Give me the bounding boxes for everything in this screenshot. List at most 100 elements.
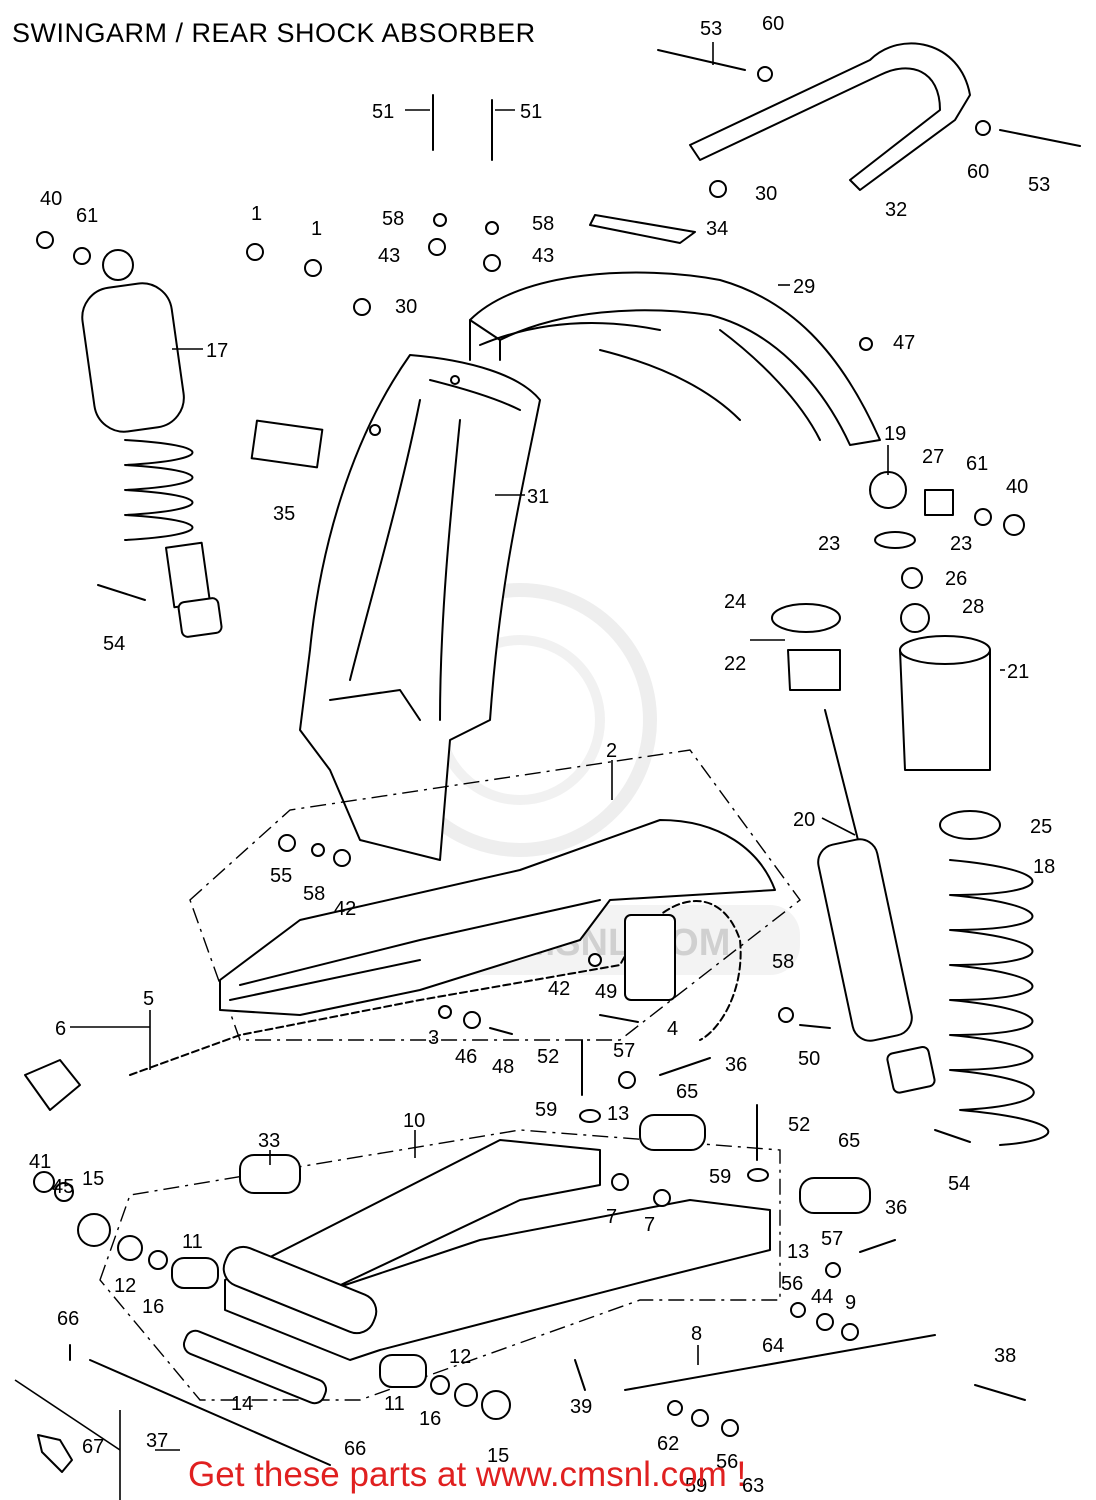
callout-67: 67: [82, 1436, 104, 1458]
upper-stay-part-32: [657, 42, 1081, 191]
callout-51-left: 51: [372, 101, 394, 123]
callout-13-top: 13: [607, 1103, 629, 1125]
callout-23-right: 23: [950, 533, 972, 555]
callout-8: 8: [691, 1323, 702, 1345]
callout-36-top: 36: [725, 1054, 747, 1076]
callout-18: 18: [1033, 856, 1055, 878]
callout-44: 44: [811, 1286, 833, 1308]
callout-6: 6: [55, 1018, 66, 1040]
callout-1-a: 1: [251, 203, 262, 225]
collar-part-14: [182, 1329, 328, 1405]
callout-11-top: 11: [182, 1231, 203, 1253]
callout-25: 25: [1030, 816, 1052, 838]
callout-59-bottom: 59: [685, 1475, 707, 1497]
callout-2: 2: [606, 740, 617, 762]
callout-4: 4: [667, 1018, 678, 1040]
callout-57-bottom: 57: [821, 1228, 843, 1250]
callout-62: 62: [657, 1433, 679, 1455]
callout-65-left: 65: [676, 1081, 698, 1103]
callout-27: 27: [922, 446, 944, 468]
callout-12-top: 12: [114, 1275, 136, 1297]
callout-66-top: 66: [57, 1308, 79, 1330]
callout-42-left: 42: [334, 898, 356, 920]
callout-56-bottom: 56: [716, 1451, 738, 1473]
callout-30-left: 30: [395, 296, 417, 318]
swingarm-part-10: [99, 1129, 781, 1401]
callout-52-right: 52: [788, 1114, 810, 1136]
callout-22: 22: [724, 653, 746, 675]
callout-5: 5: [143, 988, 154, 1010]
callout-64: 64: [762, 1335, 784, 1357]
callout-59-left: 59: [535, 1099, 557, 1121]
callout-16-bottom: 16: [419, 1408, 441, 1430]
callout-29: 29: [793, 276, 815, 298]
callout-32: 32: [885, 199, 907, 221]
callout-51-right: 51: [520, 101, 542, 123]
callout-43-left: 43: [378, 245, 400, 267]
callout-43-right: 43: [532, 245, 554, 267]
callout-49: 49: [595, 981, 617, 1003]
callout-52-left: 52: [537, 1046, 559, 1068]
callout-60-top: 60: [762, 13, 784, 35]
callout-23-left: 23: [818, 533, 840, 555]
callout-63: 63: [742, 1475, 764, 1497]
pivot-shaft-part-37: [89, 1359, 331, 1466]
axle-rod-part-8: [624, 1334, 936, 1391]
rear-shock-parts-18-25: [771, 603, 1050, 1146]
rear-fender-part-29: [469, 271, 881, 446]
callout-26: 26: [945, 568, 967, 590]
callout-61-right: 61: [966, 453, 988, 475]
footer-link[interactable]: Get these parts at www.cmsnl.com !: [188, 1455, 747, 1494]
callout-28: 28: [962, 596, 984, 618]
callout-13-bottom: 13: [787, 1241, 809, 1263]
callout-55: 55: [270, 865, 292, 887]
callout-56-right: 56: [781, 1273, 803, 1295]
callout-30-top: 30: [755, 183, 777, 205]
callout-39: 39: [570, 1396, 592, 1418]
callout-20: 20: [793, 809, 815, 831]
callout-14: 14: [231, 1393, 253, 1415]
callout-50: 50: [798, 1048, 820, 1070]
callout-34: 34: [706, 218, 728, 240]
callout-15-top: 15: [82, 1168, 104, 1190]
chain-case-part-2: [189, 749, 801, 1041]
callout-45: 45: [52, 1176, 74, 1198]
callout-31: 31: [527, 486, 549, 508]
callout-38: 38: [994, 1345, 1016, 1367]
callout-58-right: 58: [532, 213, 554, 235]
callout-59-right: 59: [709, 1166, 731, 1188]
callout-1-b: 1: [311, 218, 322, 240]
callout-37: 37: [146, 1430, 168, 1452]
small-hardware: [24, 66, 1026, 1473]
callout-9: 9: [845, 1292, 856, 1314]
callout-15-bottom: 15: [487, 1445, 509, 1467]
callout-33: 33: [258, 1130, 280, 1152]
callout-21: 21: [1007, 661, 1029, 683]
callout-65-right: 65: [838, 1130, 860, 1152]
callout-61-left: 61: [76, 205, 98, 227]
callout-40-left: 40: [40, 188, 62, 210]
callout-19: 19: [884, 423, 906, 445]
callout-36-right: 36: [885, 1197, 907, 1219]
callout-46: 46: [455, 1046, 477, 1068]
callout-53-right: 53: [1028, 174, 1050, 196]
inner-fender-part-31: [299, 354, 541, 861]
callout-7-right: 7: [644, 1214, 655, 1236]
part-39: [574, 1359, 586, 1391]
callout-54-left: 54: [103, 633, 125, 655]
part-callouts: 53 60 51 51 40 61 1 1 58 58 43 43 30 30 …: [29, 13, 1055, 1497]
page-title: SWINGARM / REAR SHOCK ABSORBER: [12, 18, 536, 48]
callout-58-right-mid: 58: [772, 951, 794, 973]
callout-66-bottom: 66: [344, 1438, 366, 1460]
callout-47: 47: [893, 332, 915, 354]
callout-53-top: 53: [700, 18, 722, 40]
callout-3: 3: [428, 1027, 439, 1049]
callout-24: 24: [724, 591, 746, 613]
callout-58-center: 58: [303, 883, 325, 905]
callout-48: 48: [492, 1056, 514, 1078]
callout-41: 41: [29, 1151, 51, 1173]
callout-58-left: 58: [382, 208, 404, 230]
callout-7-left: 7: [606, 1206, 617, 1228]
callout-leaders: [14, 42, 1005, 1500]
